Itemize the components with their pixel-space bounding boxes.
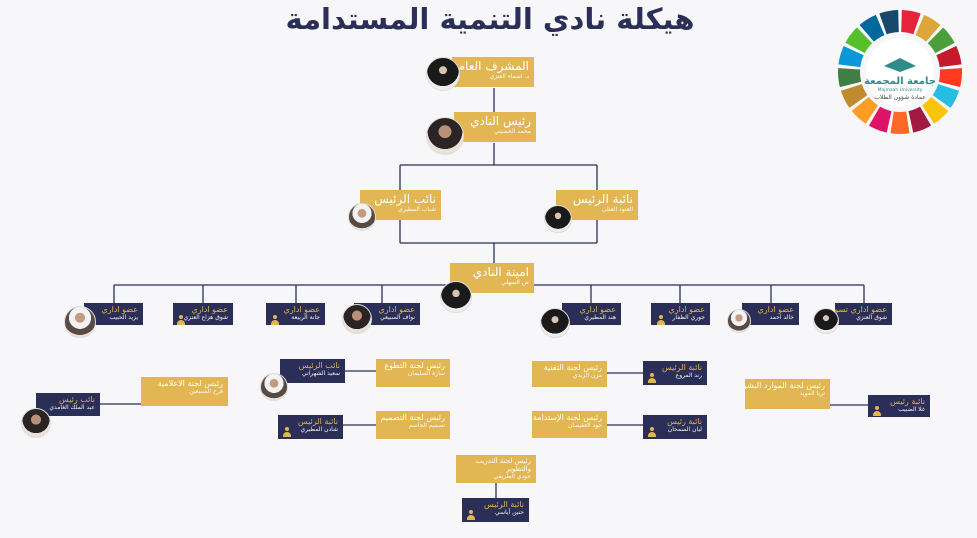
node-title: امينة النادي: [455, 265, 529, 279]
node-name: جودي الطريفي: [461, 473, 531, 480]
node-title: المشرف العام: [457, 59, 529, 73]
user-icon: [144, 394, 154, 404]
node-name: سعيد الشهراني: [285, 370, 340, 377]
user-icon: [379, 375, 389, 385]
avatar: [21, 408, 51, 438]
node-title: رئيس لجنة الاعلامية: [146, 379, 223, 388]
node-title: عضو اداري: [747, 305, 794, 314]
node-president: رئيس النادي محمد الحصيني: [454, 112, 536, 142]
avatar: [813, 308, 839, 334]
user-icon: [748, 398, 758, 408]
node-title: رئيس لجنة التقنية: [537, 363, 602, 372]
user-icon: [536, 375, 546, 385]
node-title: عضو اداري تسويق: [840, 305, 887, 314]
node-name: يزيد الحبيب: [89, 314, 138, 321]
node-title: رئيس لجنة الموارد البشرية: [750, 381, 825, 390]
avatar: [727, 309, 751, 333]
node-title: رئيس النادي: [459, 114, 531, 128]
node-title: رئيس لجنة الإستدامة: [537, 413, 602, 422]
node-title: نائبة الرئيس: [283, 417, 338, 426]
node-supervisor: المشرف العام د. اسماء العنزي: [452, 57, 534, 87]
user-icon: [270, 315, 280, 325]
node-title: نائبة الرئيس: [467, 500, 524, 509]
node-title: عضو اداري: [178, 305, 228, 314]
node-title: عضو اداري: [656, 305, 705, 314]
node-title: نائبة رئيس: [873, 397, 925, 406]
node-member-marketing: عضو اداري تسويق شوق العنزي: [835, 303, 892, 325]
node-name: سارة السليمان: [381, 370, 445, 377]
node-name: هند المطيري: [567, 314, 616, 321]
user-icon: [379, 427, 389, 437]
node-title: نائبة الرئيس: [648, 363, 702, 372]
node-name: محمد الحصيني: [459, 128, 531, 135]
user-icon: [536, 426, 546, 436]
user-icon: [647, 373, 657, 383]
avatar: [426, 57, 460, 91]
avatar: [342, 304, 372, 334]
node-name: عبد الملك الغامدي: [41, 404, 95, 411]
avatar: [348, 203, 376, 231]
avatar: [440, 281, 472, 313]
node-name: شباب المطيري: [365, 206, 436, 213]
node-name: تصميم الجاسم: [381, 422, 445, 429]
user-icon: [656, 315, 666, 325]
user-icon: [466, 510, 476, 520]
node-title: نائب الرئيس: [285, 361, 340, 370]
avatar: [260, 373, 288, 401]
avatar: [64, 306, 96, 338]
node-volunteer-vp: نائب الرئيس سعيد الشهراني: [280, 359, 345, 383]
node-title: رئيس لجنة التطوع: [381, 361, 445, 370]
user-icon: [176, 315, 186, 325]
user-icon: [459, 472, 469, 482]
node-title: عضو اداري: [567, 305, 616, 314]
user-icon: [872, 406, 882, 416]
node-title: نائب رئيس: [41, 395, 95, 404]
user-icon: [647, 427, 657, 437]
node-name: جود العقيصان: [537, 422, 602, 429]
node-member: عضو اداري هند المطيري: [562, 303, 621, 325]
node-name: فرح السبيعين: [146, 388, 223, 395]
user-icon: [282, 427, 292, 437]
node-title: عضو اداري: [271, 305, 320, 314]
avatar: [426, 117, 464, 155]
avatar: [540, 308, 570, 338]
node-title: نائبة رئيس: [648, 417, 702, 426]
node-title: رئيس لجنة التدريب والتطوير: [461, 457, 531, 473]
node-title: نائب الرئيس: [365, 192, 436, 206]
node-title: عضو اداري: [89, 305, 138, 314]
node-name: د. اسماء العنزي: [457, 73, 529, 80]
avatar: [544, 205, 572, 233]
node-name: تريا المويد: [750, 390, 825, 397]
node-name: العنود العنلي: [561, 206, 633, 213]
node-media-head: رئيس لجنة الاعلامية فرح السبيعين: [141, 377, 228, 406]
node-name: خالد احمد: [747, 314, 794, 321]
node-name: مزن الزيدي: [537, 372, 602, 379]
node-title: رئيس لجنة التصميم: [381, 413, 445, 422]
node-title: نائبة الرئيس: [561, 192, 633, 206]
node-name: شوق العنزي: [840, 314, 887, 321]
